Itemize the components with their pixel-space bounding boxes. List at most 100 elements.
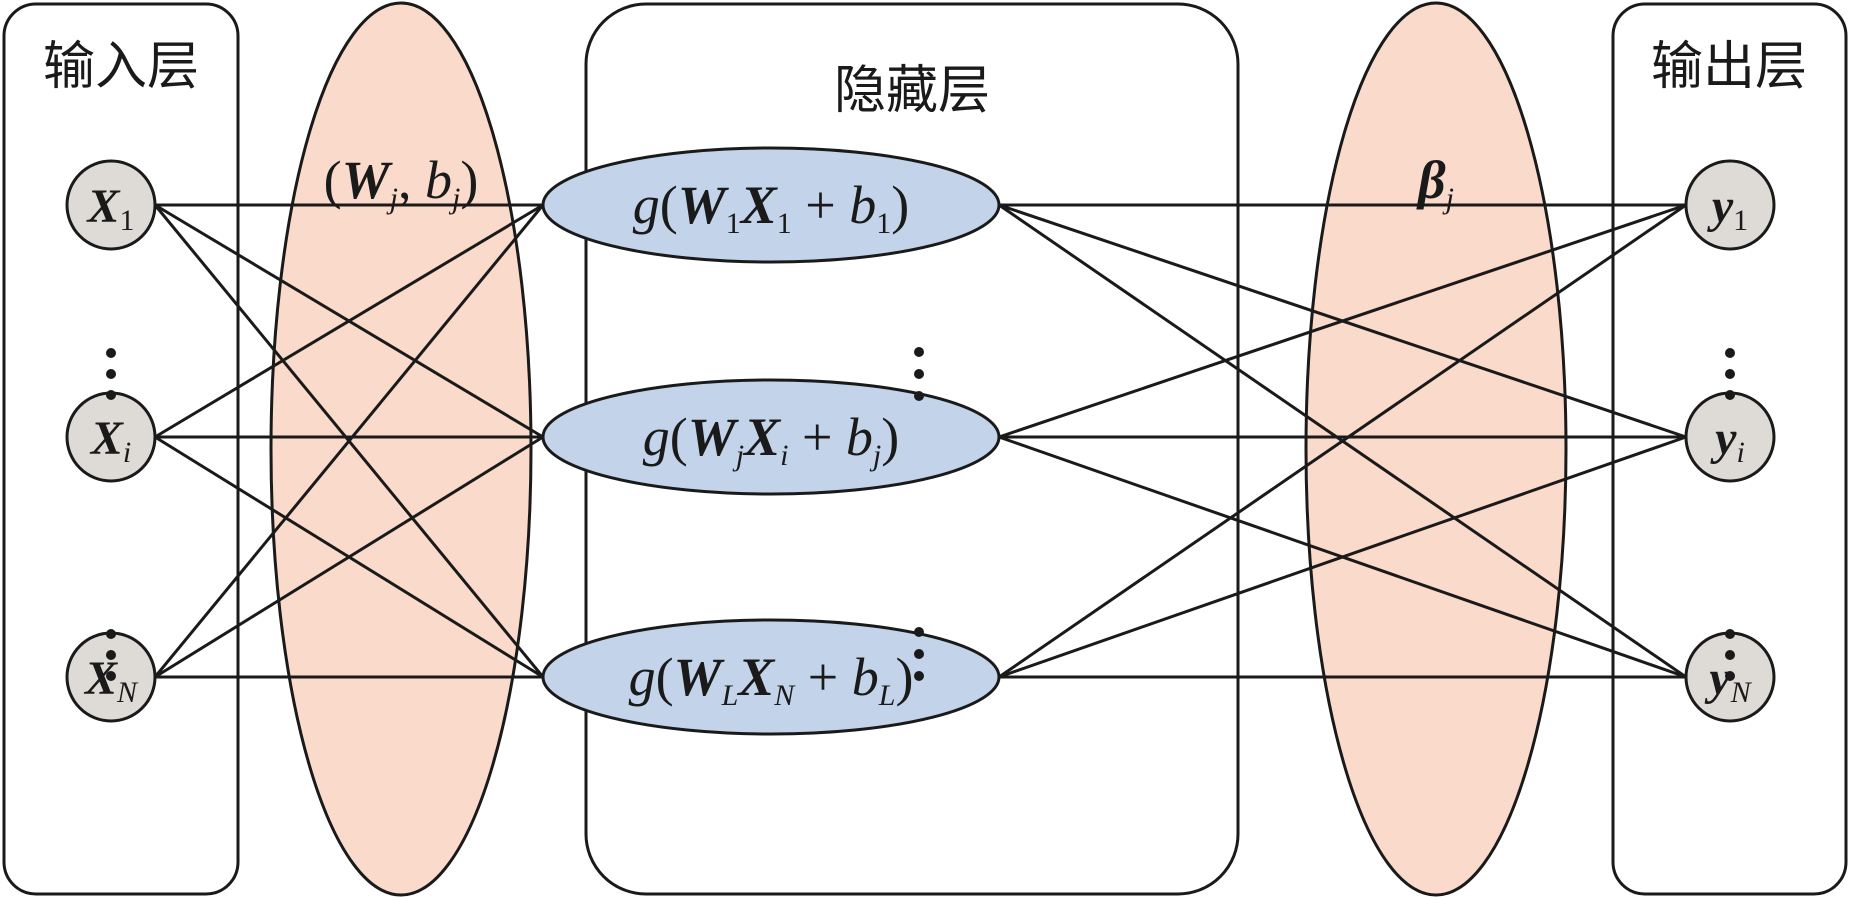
output-subscript: 1 [1733,204,1748,237]
ellipsis-dot [1725,348,1735,358]
hidden-ellipsis-upper [914,347,924,401]
input-node-i: Xi [65,391,157,483]
hidden-node-L: g(WLXN + bL) [541,618,1001,736]
bias-subscript: 1 [876,207,891,240]
weight-subscript: L [721,679,739,712]
plus-sign: + [794,647,851,707]
output-symbol: y [1710,412,1737,465]
input-ellipsis-lower [106,629,116,681]
hidden-output-connection [998,203,1687,679]
close-paren: ) [895,647,913,707]
ellipsis-dot [1725,650,1735,660]
hidden-node-shape [541,618,1001,736]
beta-subscript: j [1442,182,1454,215]
output-ellipsis-lower [1725,629,1735,681]
output-subscript: N [1730,676,1753,709]
hidden-layer-title: 隐藏层 [834,61,990,121]
label-weight-symbol: W [342,150,394,210]
activation-symbol: g [643,407,670,467]
ellipsis-dot [914,391,924,401]
label-close-paren: ) [460,150,478,210]
bias-symbol: b [846,407,873,467]
ellipsis-dot [106,348,116,358]
input-subscript: i [780,439,788,472]
output-subscript: i [1736,436,1744,469]
plus-sign: + [792,175,849,235]
input-subscript: 1 [120,204,135,237]
output-node-circle [1684,159,1776,251]
label-bias-subscript: j [448,182,460,215]
output-node-label: yi [1710,412,1745,469]
input-node-label: X1 [85,180,134,237]
input-hidden-connection [153,204,545,678]
weight-symbol: W [674,647,726,707]
input-hidden-connection [154,435,544,679]
output-weights-label: βj [1416,150,1454,215]
input-symbol: X [85,180,120,233]
label-weight-subscript: j [386,182,398,215]
hidden-node-formula: g(WLXN + bL) [629,647,914,712]
bias-subscript: L [878,679,896,712]
ellipsis-dot [106,390,116,400]
hidden-node-formula: g(W1X1 + b1) [633,175,909,240]
input-layer-title: 输入层 [43,37,199,97]
input-symbol: X [736,647,776,707]
label-bias-symbol: b [425,150,452,210]
output-node-i: yi [1684,391,1776,483]
bias-subscript: j [869,439,881,472]
ellipsis-dot [1725,390,1735,400]
output-ellipsis-upper [1725,348,1735,400]
input-symbol: X [89,412,124,465]
activation-symbol: g [633,175,660,235]
ellipsis-dot [106,369,116,379]
input-subscript: N [773,679,796,712]
hidden-output-connection [998,203,1687,439]
input-ellipsis-upper [106,348,116,400]
hidden-ellipsis-lower [914,627,924,681]
input-subscript: 1 [777,207,792,240]
output-node-label: yN [1704,652,1752,709]
ellipsis-dot [914,671,924,681]
input-node-label: Xi [89,412,131,469]
hidden-node-shape [541,146,1001,264]
beta-symbol: β [1416,150,1446,210]
ellipsis-dot [1725,629,1735,639]
input-symbol: X [739,175,779,235]
connection-lines [153,203,1687,679]
input-hidden-connection [154,203,544,439]
ellipsis-dot [106,671,116,681]
label-comma: , [398,150,425,210]
label-open-paren: ( [324,150,342,210]
ellipsis-dot [914,369,924,379]
input-subscript: i [123,436,131,469]
input-symbol: X [742,407,782,467]
bias-symbol: b [852,647,879,707]
ellipsis-dot [914,649,924,659]
ellipsis-dot [914,627,924,637]
open-paren: ( [670,407,688,467]
output-symbol: y [1707,180,1734,233]
bias-symbol: b [849,175,876,235]
output-node-1: y1 [1684,159,1776,251]
input-node-1: X1 [65,159,157,251]
ellipsis-dot [106,650,116,660]
weight-symbol: W [678,175,730,235]
open-paren: ( [656,647,674,707]
ellipsis-dot [1725,369,1735,379]
ellipsis-dot [914,347,924,357]
plus-sign: + [788,407,845,467]
weight-subscript: 1 [726,207,741,240]
input-weights-label: (Wj, bj) [324,150,479,215]
output-layer-title: 输出层 [1651,37,1807,97]
weight-symbol: W [688,407,740,467]
input-subscript: N [116,676,139,709]
input-weights-ellipse [269,1,533,897]
hidden-node-formula: g(WjXi + bj) [643,407,900,472]
ellipsis-dot [106,629,116,639]
hidden-node-j: g(WjXi + bj) [541,378,1001,496]
output-node-label: y1 [1707,180,1748,237]
hidden-node-1: g(W1X1 + b1) [541,146,1001,264]
hidden-output-connection [998,435,1687,679]
